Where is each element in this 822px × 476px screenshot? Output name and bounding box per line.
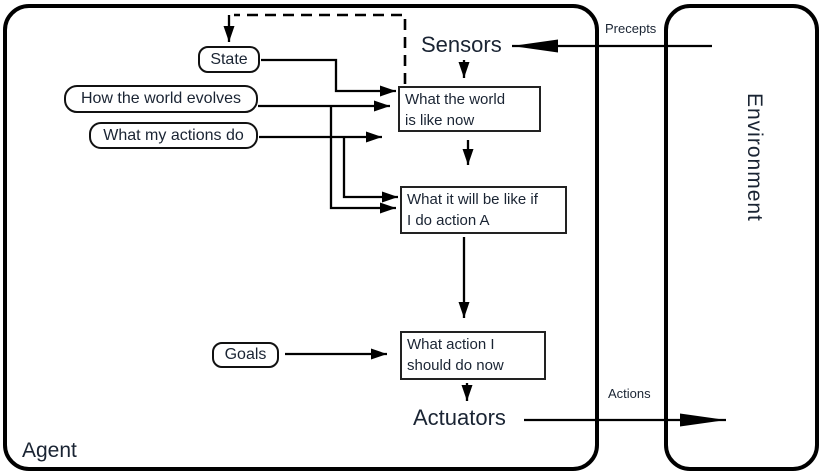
action-now-line1: What action I xyxy=(407,336,495,353)
node-what-action-should-do: What action I should do now xyxy=(400,331,546,380)
will-be-like-line2: I do action A xyxy=(407,212,490,229)
node-state-label: State xyxy=(210,50,248,68)
agent-label: Agent xyxy=(22,439,77,462)
actuators-label: Actuators xyxy=(413,405,506,430)
action-now-line2: should do now xyxy=(407,357,504,374)
node-goals: Goals xyxy=(212,342,279,368)
will-be-like-line1: What it will be like if xyxy=(407,191,538,208)
world-now-line2: is like now xyxy=(405,112,475,129)
node-how-world-evolves-label: How the world evolves xyxy=(80,90,242,107)
node-what-my-actions-do: What my actions do xyxy=(89,122,258,149)
sensors-label: Sensors xyxy=(421,32,502,57)
environment-container-box xyxy=(664,4,819,471)
node-state: State xyxy=(198,46,260,73)
node-what-it-will-be-like: What it will be like if I do action A xyxy=(400,186,567,234)
node-how-world-evolves: How the world evolves xyxy=(64,85,258,113)
node-goals-label: Goals xyxy=(224,346,267,363)
node-what-my-actions-do-label: What my actions do xyxy=(103,126,244,144)
precepts-label: Precepts xyxy=(605,21,657,36)
agent-container-box xyxy=(3,4,599,471)
world-now-line1: What the world xyxy=(405,91,506,108)
actions-label: Actions xyxy=(608,386,651,401)
environment-label: Environment xyxy=(743,93,766,222)
node-what-world-is-like-now: What the world is like now xyxy=(398,86,541,132)
